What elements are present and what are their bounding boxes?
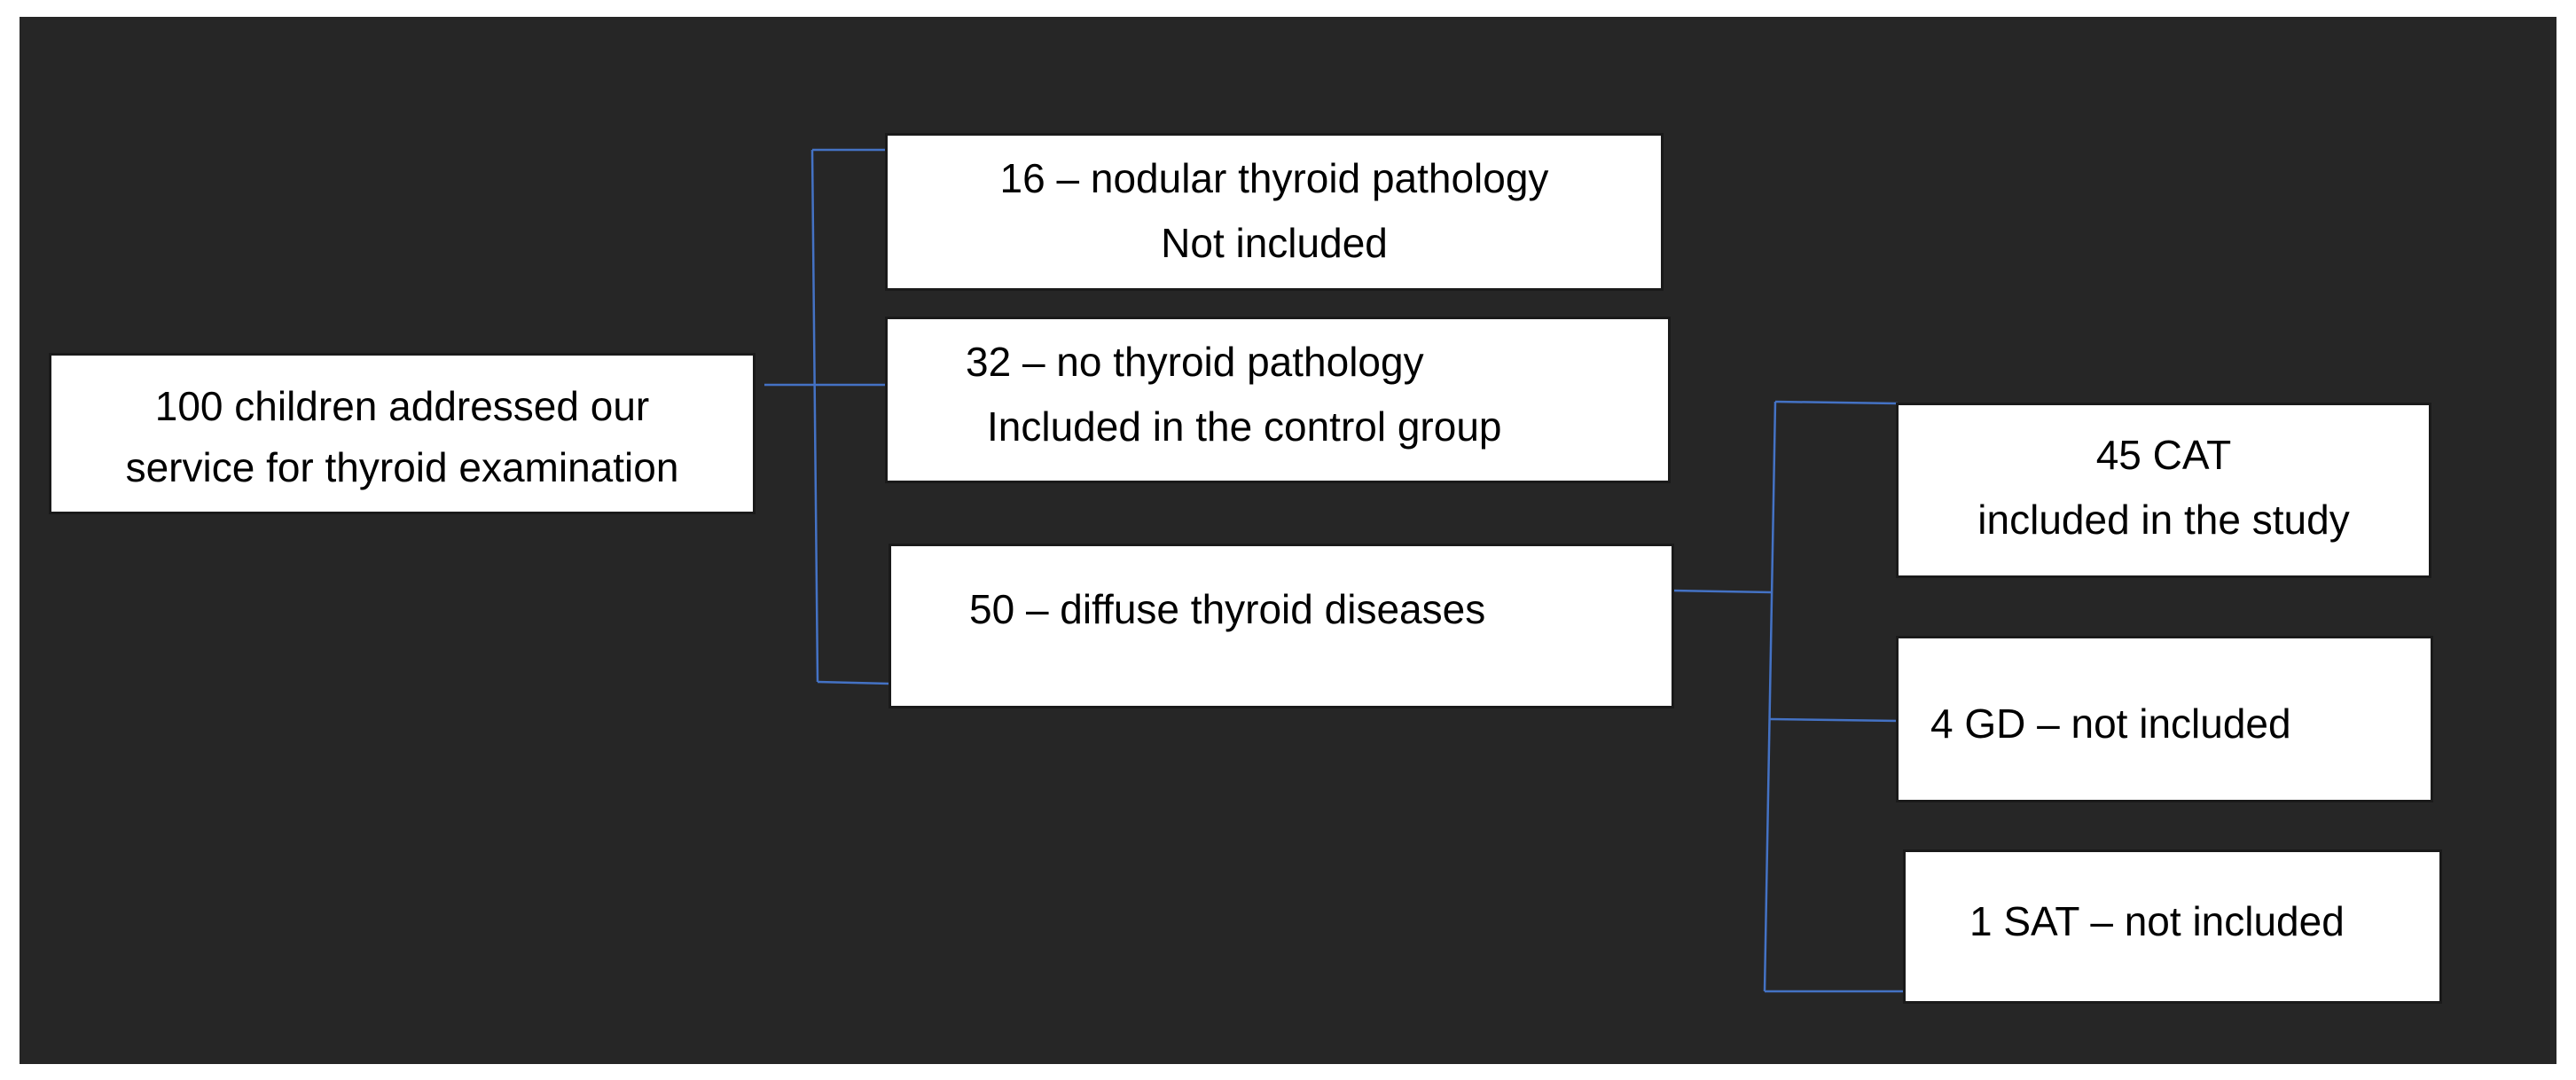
sat-label: 1 SAT – not included — [1969, 898, 2345, 944]
gd-box: 4 GD – not included — [1896, 636, 2433, 802]
cat-status-label: included in the study — [1977, 497, 2350, 543]
gd-label: 4 GD – not included — [1930, 700, 2291, 747]
root-box: 100 children addressed our service for t… — [49, 353, 756, 514]
diffuse-diseases-count-label: 50 – diffuse thyroid diseases — [969, 586, 1486, 632]
diffuse-diseases-box: 50 – diffuse thyroid diseases — [889, 544, 1674, 708]
no-pathology-count-label: 32 – no thyroid pathology — [966, 339, 1424, 385]
root-text-line-2: service for thyroid examination — [125, 444, 679, 490]
no-pathology-box: 32 – no thyroid pathology Included in th… — [885, 317, 1671, 483]
no-pathology-status-label: Included in the control group — [987, 403, 1502, 450]
nodular-pathology-box: 16 – nodular thyroid pathology Not inclu… — [885, 133, 1664, 291]
cat-count-label: 45 CAT — [2095, 432, 2232, 478]
nodular-pathology-count-label: 16 – nodular thyroid pathology — [999, 155, 1549, 201]
cat-box: 45 CAT included in the study — [1896, 403, 2431, 578]
root-text-line-1: 100 children addressed our — [154, 383, 650, 429]
sat-box: 1 SAT – not included — [1903, 849, 2442, 1004]
nodular-pathology-status-label: Not included — [1161, 220, 1388, 266]
